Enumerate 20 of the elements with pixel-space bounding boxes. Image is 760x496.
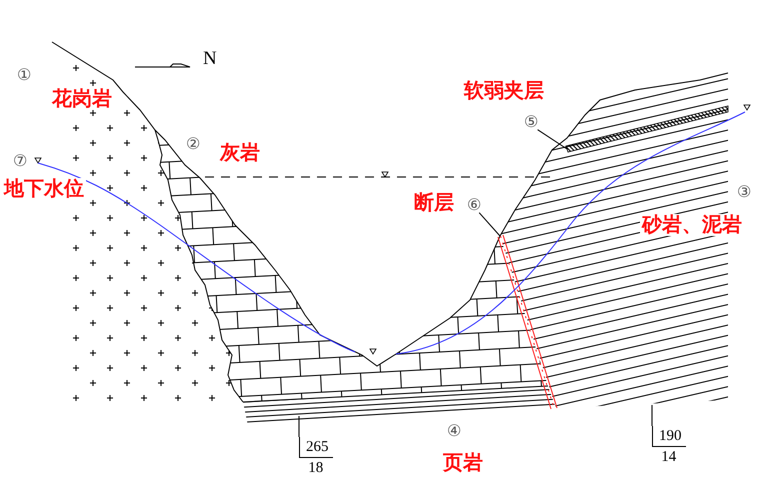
north-label: N (203, 49, 217, 70)
callout-number: ④ (447, 422, 462, 440)
rock-label: 花岗岩 (50, 88, 114, 110)
callout-number: ⑦ (13, 152, 28, 170)
rock-label: 软弱夹层 (462, 80, 546, 102)
leader-line (478, 212, 500, 236)
rock-label: 地下水位 (2, 178, 86, 200)
callout-number: ③ (737, 183, 752, 201)
orientation-fraction: 190 14 (652, 426, 686, 467)
leader-line (537, 129, 568, 150)
leader-line (298, 416, 300, 438)
orientation-fraction: 265 18 (299, 437, 332, 478)
rock-label: 砂岩、泥岩 (640, 214, 744, 236)
rock-label: 灰岩 (218, 142, 262, 164)
callout-number: ① (17, 66, 32, 84)
callout-number: ⑤ (524, 113, 538, 131)
callout-number: ⑥ (467, 196, 482, 214)
rock-label: 断层 (412, 192, 456, 214)
rock-label: 页岩 (441, 452, 485, 474)
callout-number: ② (186, 135, 200, 153)
